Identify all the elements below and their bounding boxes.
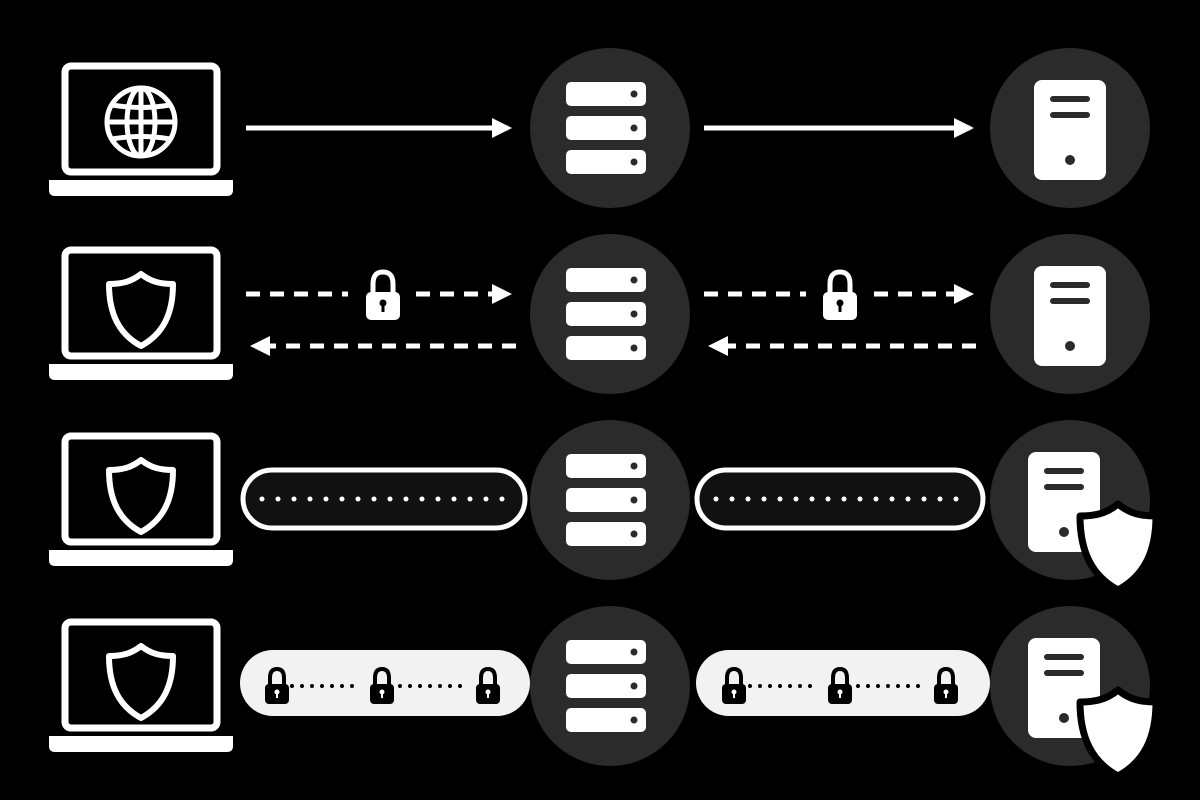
shield-badge-icon (1080, 690, 1156, 776)
server-rack-icon (566, 268, 646, 360)
server-tower-icon (1034, 80, 1106, 180)
server-rack-icon (566, 82, 646, 174)
server-rack-icon (566, 640, 646, 732)
laptop-icon (49, 436, 233, 566)
row-1 (49, 48, 1150, 208)
row-3 (49, 420, 1156, 590)
row-2 (49, 234, 1150, 394)
secure-tunnel-right (696, 650, 990, 716)
shield-badge-icon (1080, 504, 1156, 590)
laptop-icon (49, 622, 233, 752)
encrypted-tunnel-left (240, 467, 528, 531)
server-tower-icon (1034, 266, 1106, 366)
server-rack-icon (566, 454, 646, 546)
secure-tunnel-left (240, 650, 530, 716)
lock-icon (823, 272, 857, 320)
lock-icon (366, 272, 400, 320)
globe-icon (107, 88, 175, 156)
encrypted-tunnel-right (694, 467, 986, 531)
row-4 (49, 606, 1156, 776)
laptop-icon (49, 250, 233, 380)
